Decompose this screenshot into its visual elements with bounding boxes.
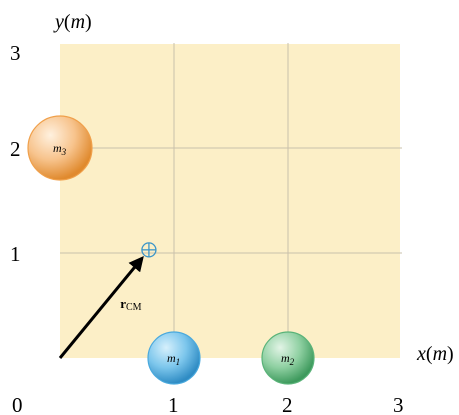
x-tick-label: 3 — [393, 393, 404, 415]
y-tick-label: 1 — [10, 242, 21, 266]
y-tick-label: 2 — [10, 137, 21, 161]
x-tick-labels: 0 1 2 3 — [12, 393, 404, 415]
mass-label: m2 — [281, 351, 295, 367]
rcm-label: rCM — [120, 296, 141, 313]
x-tick-label: 0 — [12, 393, 23, 415]
x-tick-label: 1 — [168, 393, 179, 415]
mass-1: m1 — [147, 331, 201, 385]
rcm-vector-arrow — [58, 256, 144, 359]
y-tick-labels: 1 2 3 — [10, 41, 21, 266]
grid-lines — [60, 43, 402, 358]
x-tick-label: 2 — [282, 393, 293, 415]
plot-area — [60, 44, 400, 358]
x-axis-label: x(m) — [416, 343, 454, 365]
mass-3: m3 — [27, 115, 93, 181]
mass-2: m2 — [261, 331, 315, 385]
mass-label: m3 — [53, 141, 67, 157]
y-tick-label: 3 — [10, 41, 21, 65]
center-of-mass-marker — [141, 242, 157, 258]
masses: m1 m2 m3 — [27, 115, 315, 385]
mass-label: m1 — [167, 351, 180, 367]
y-axis-label: y(m) — [53, 11, 92, 33]
